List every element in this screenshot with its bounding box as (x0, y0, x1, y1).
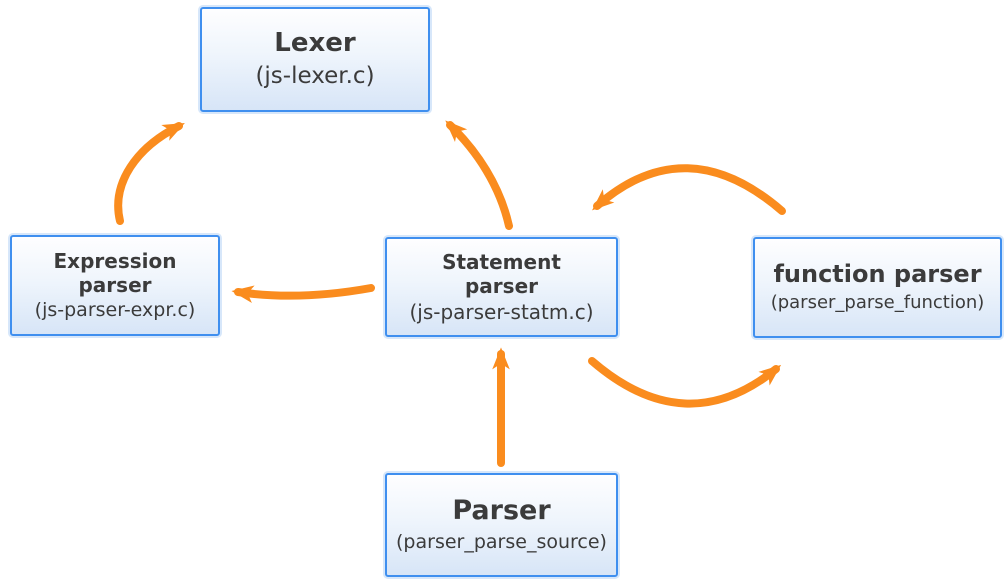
arrow-statement-parser-to-function-parser (588, 357, 782, 408)
node-expression-parser-title: Expression parser (53, 248, 177, 297)
node-statement-parser-title: Statement parser (442, 249, 561, 298)
node-function-parser: function parser (parser_parse_function) (753, 237, 1002, 338)
node-lexer-title: Lexer (274, 28, 356, 59)
node-expression-parser: Expression parser (js-parser-expr.c) (10, 235, 220, 336)
node-statement-parser: Statement parser (js-parser-statm.c) (385, 237, 618, 337)
arrow-statement-parser-to-expression-parser (231, 284, 375, 303)
node-parser-title: Parser (452, 495, 551, 527)
node-parser-subtitle: (parser_parse_source) (396, 530, 607, 553)
node-lexer: Lexer (js-lexer.c) (200, 7, 430, 112)
node-function-parser-title: function parser (773, 260, 982, 289)
node-statement-parser-subtitle: (js-parser-statm.c) (409, 299, 594, 324)
arrow-function-parser-to-statement-parser (592, 164, 786, 215)
arrow-expression-parser-to-lexer (114, 122, 185, 225)
node-function-parser-subtitle: (parser_parse_function) (770, 292, 985, 314)
node-expression-parser-subtitle: (js-parser-expr.c) (34, 298, 196, 321)
node-lexer-subtitle: (js-lexer.c) (255, 63, 375, 90)
arrow-statement-parser-to-lexer (445, 120, 513, 230)
node-parser: Parser (parser_parse_source) (385, 473, 618, 577)
